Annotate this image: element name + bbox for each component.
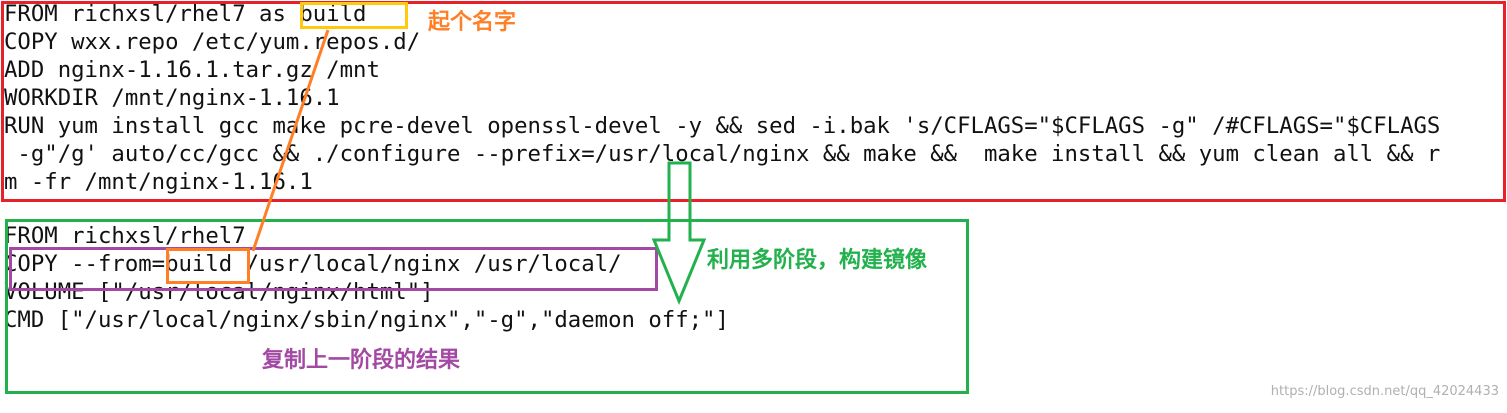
build-name-yellow-box: [300, 2, 408, 29]
watermark: https://blog.csdn.net/qq_42024433: [1270, 384, 1499, 399]
code-line: -g"/g' auto/cc/gcc && ./configure --pref…: [4, 141, 1441, 167]
code-line: WORKDIR /mnt/nginx-1.16.1: [4, 85, 340, 111]
annotation-name-stage: 起个名字: [428, 10, 517, 35]
stage1-red-box: [1, 1, 1506, 202]
connector-line: [251, 29, 330, 252]
code-line: COPY wxx.repo /etc/yum.repos.d/: [4, 29, 421, 55]
from-build-orange-box: [166, 248, 250, 284]
code-line: COPY --from=build /usr/local/nginx /usr/…: [4, 251, 622, 277]
stage2-green-box: [5, 219, 969, 394]
code-line: FROM richxsl/rhel7 as build: [4, 1, 367, 27]
code-line: RUN yum install gcc make pcre-devel open…: [4, 113, 1441, 139]
code-line: CMD ["/usr/local/nginx/sbin/nginx","-g",…: [4, 307, 729, 333]
code-line: ADD nginx-1.16.1.tar.gz /mnt: [4, 57, 380, 83]
annotation-multi-stage: 利用多阶段，构建镜像: [707, 248, 928, 273]
code-line: FROM richxsl/rhel7: [4, 223, 246, 249]
copy-line-purple-box: [9, 247, 658, 291]
down-arrow: [651, 161, 707, 305]
code-line: VOLUME ["/usr/local/nginx/html"]: [4, 279, 434, 305]
annotation-copy-result: 复制上一阶段的结果: [262, 348, 461, 373]
